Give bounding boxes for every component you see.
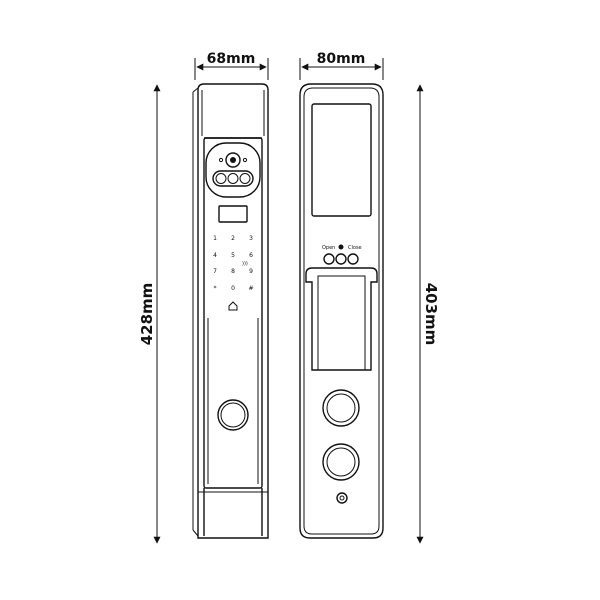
front-height-dimension: 428mm [138, 84, 161, 544]
keypad-key[interactable]: 6 [249, 252, 253, 259]
card-reader-window [218, 205, 248, 223]
keypad-key[interactable]: 9 [249, 268, 253, 275]
back-height-label: 403mm [422, 283, 440, 346]
keypad-key[interactable]: 4 [213, 252, 217, 259]
front-lock-panel: 1 2 3 4 5 6 7 8 9 * 0 # ))) [192, 83, 269, 539]
indicator-light [338, 244, 344, 250]
keypad-key[interactable]: 2 [231, 235, 235, 242]
front-width-dimension: 68mm [194, 51, 269, 80]
open-label: Open [322, 245, 335, 251]
back-width-dimension: 80mm [299, 51, 384, 80]
thumb-turn-lower[interactable] [322, 443, 360, 481]
close-label: Close [348, 245, 362, 251]
keypad-key[interactable]: 3 [249, 235, 253, 242]
keypad-key[interactable]: * [214, 285, 217, 292]
home-icon [228, 301, 238, 311]
back-lock-panel: Open Close [299, 83, 384, 539]
battery-compartment [305, 267, 378, 371]
display-screen [311, 103, 372, 217]
back-width-label: 80mm [317, 51, 366, 67]
open-button[interactable] [323, 253, 335, 265]
keypad-key[interactable]: 5 [231, 252, 235, 259]
keypad: 1 2 3 4 5 6 7 8 9 * 0 # ))) [213, 235, 254, 311]
close-button[interactable] [347, 253, 359, 265]
keypad-key[interactable]: # [248, 285, 253, 292]
keypad-key[interactable]: 1 [213, 235, 217, 242]
keypad-key[interactable]: 7 [213, 268, 217, 275]
front-height-label: 428mm [138, 283, 156, 346]
back-height-dimension: 403mm [416, 84, 440, 544]
front-handle-knob[interactable] [217, 399, 249, 431]
nfc-icon: ))) [242, 261, 248, 267]
key-hole[interactable] [336, 492, 348, 504]
center-button[interactable] [335, 253, 347, 265]
keypad-key[interactable]: 0 [231, 285, 235, 292]
camera-module [205, 142, 261, 198]
front-width-label: 68mm [207, 51, 256, 67]
thumb-turn-upper[interactable] [322, 389, 360, 427]
keypad-key[interactable]: 8 [231, 268, 235, 275]
